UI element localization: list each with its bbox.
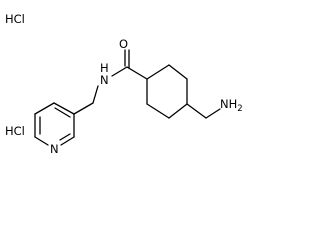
bond-pyr-c4-c4-inner [54,107,71,118]
bond-ch2-to-pyridine [73,102,94,115]
bond-pyr-c3-c4 [53,102,75,115]
amide-nitrogen-label: N [100,73,109,87]
bond-pyr-c4-c5 [34,102,55,115]
pyridine-nitrogen-label: N [50,142,59,156]
bond-ring-bottom-left [146,103,170,119]
salt-label-top: HCl [5,12,25,26]
bond-ring-to-carbonyl [126,66,148,80]
bond-pyr-c6-n [34,136,49,146]
bond-n-to-ch2 [92,85,99,104]
bond-ring-top-right [168,64,188,80]
amine-h-subscript: 2 [237,104,242,114]
molecule-structure: HCl HCl O N H NH2 N [5,12,243,156]
amide-hydrogen-label: H [100,61,109,75]
carbonyl-oxygen-label: O [119,37,128,51]
amine-nitrogen-label: NH2 [220,97,243,114]
salt-label-bottom: HCl [5,124,25,138]
bond-ring-bottom-right [168,103,188,119]
bond-ring-to-ch2 [186,103,207,119]
amine-nh-text: NH [220,97,237,111]
bond-pyr-n-c2 [60,136,75,146]
bond-carbonyl-to-n [111,66,128,77]
bond-pyr-n-c2-inner [59,133,71,141]
bonds [34,49,221,146]
bond-ring-top [146,64,170,80]
bond-ch2-to-nh2 [205,108,221,119]
